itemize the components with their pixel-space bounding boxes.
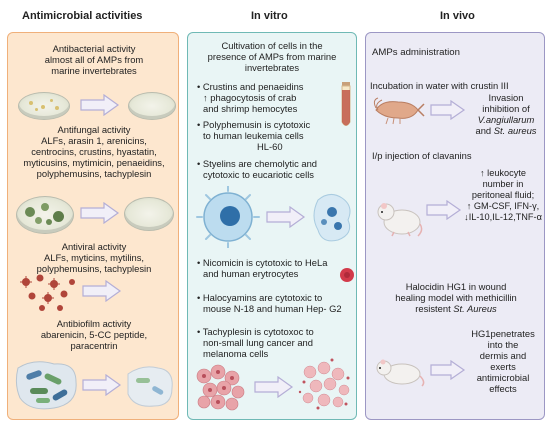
- bullet-line: • Nicomicin is cytotoxic to HeLa: [197, 257, 328, 268]
- hg1-line: effects: [489, 383, 517, 394]
- arrow-right-icon: [82, 374, 122, 396]
- bullet-polyphemusin: • Polyphemusin is cytotoxic to human leu…: [197, 119, 353, 152]
- petri-dish-fungi: [16, 196, 74, 234]
- invasion-inhibition: Invasion inhibition of V.angiullarum and…: [466, 92, 546, 136]
- bullet-nicomicin: • Nicomicin is cytotoxic to HeLa and hum…: [197, 257, 357, 279]
- amps-administration: AMPs administration: [372, 47, 460, 58]
- bullet-line: • Halocyamins are cytotoxic to: [197, 292, 323, 303]
- effect-line: peritoneal fluid;: [471, 190, 535, 200]
- invasion-line: Invasion: [488, 92, 524, 103]
- arrow-right-icon: [266, 206, 306, 228]
- bullet-line: • Polyphemusin is cytotoxic: [197, 119, 311, 130]
- hg1-line: HG1penetrates: [471, 328, 535, 339]
- arrow-right-icon: [430, 100, 466, 120]
- antibacterial-heading: Antibacterial activity: [52, 43, 136, 54]
- mid-column-title: In vitro: [251, 10, 288, 22]
- bullet-line: and human erytrocytes: [203, 268, 299, 279]
- crustin-incubation: Incubation in water with crustin III: [370, 80, 509, 91]
- bullet-line: • Crustins and penaeidins: [197, 81, 304, 92]
- hg1-line: antimicrobial: [476, 372, 530, 383]
- invasion-line: inhibition of: [482, 103, 530, 114]
- antifungal-line: ALFs, arasin 1, arenicins,: [41, 135, 147, 146]
- effect-line: ↓IL-10,IL-12,TNF-α: [464, 212, 542, 222]
- clavanins-injection: I/p injection of clavanins: [372, 150, 472, 161]
- intro-line: presence of AMPs from marine: [207, 51, 337, 62]
- in-vitro-intro: Cultivation of cells in the presence of …: [192, 40, 352, 73]
- antifungal-text: Antifungal activity ALFs, arasin 1, aren…: [12, 124, 176, 179]
- effect-line: ↑ GM-CSF, IFN-γ,: [466, 201, 540, 211]
- antifungal-heading: Antifungal activity: [57, 124, 131, 135]
- bullet-line: mouse N-18 and human Hep- G2: [203, 303, 342, 314]
- bullet-halocyamins: • Halocyamins are cytotoxic to mouse N-1…: [197, 292, 357, 314]
- erythrocyte-icon: [340, 268, 354, 282]
- bullet-line: non-small lung cancer and: [203, 337, 313, 348]
- antibiofilm-heading: Antibiofilm activity: [56, 318, 132, 329]
- hg1-line: dermis and: [479, 350, 527, 361]
- mouse-icon: [377, 203, 423, 237]
- bullet-line: HL-60: [257, 141, 283, 152]
- virus-particles-icon: [20, 274, 75, 311]
- petri-dish-bacteria: [18, 92, 70, 120]
- antiviral-heading: Antiviral activity: [61, 241, 127, 252]
- cell-icon: [196, 186, 260, 248]
- arrow-right-icon: [82, 280, 122, 302]
- tumor-cells-icon: [196, 364, 245, 411]
- halocidin-line: healing model with methicillin: [395, 292, 517, 303]
- antifungal-line: myticusins, mytimicin, penaeidins,: [23, 157, 165, 168]
- bullet-line: ↑ phagocytosis of crab: [203, 92, 297, 103]
- antibiofilm-line: paracentrin: [70, 340, 118, 351]
- antifungal-line: centrocins, crustins, hyastatin,: [31, 146, 157, 157]
- antiviral-text: Antiviral activity ALFs, myticins, mytil…: [12, 241, 176, 274]
- arrow-right-icon: [254, 376, 294, 398]
- bullet-line: to human leukemia cells: [203, 130, 304, 141]
- bullet-styelins: • Styelins are chemolytic and cytotoxic …: [197, 158, 355, 180]
- antifungal-line: polyphemusins, tachyplesin: [36, 168, 152, 179]
- antiviral-line: ALFs, myticins, mytilins,: [43, 252, 144, 263]
- bullet-line: • Tachyplesin is cytotoxoc to: [197, 326, 314, 337]
- biofilm-disrupted-icon: [127, 366, 173, 407]
- biofilm-icon: [15, 361, 77, 410]
- intro-line: invertebrates: [244, 62, 300, 73]
- hg1-effects: HG1penetrates into the dermis and exerts…: [466, 328, 540, 394]
- leukocyte-effects: ↑ leukocyte number in peritoneal fluid; …: [456, 168, 550, 223]
- antibiofilm-text: Antibiofilm activity abarenicin, 5-CC pe…: [12, 318, 176, 351]
- bullet-line: • Styelins are chemolytic and: [197, 158, 318, 169]
- bullet-line: and shrimp hemocytes: [203, 103, 298, 114]
- antibacterial-line: marine invertebrates: [51, 65, 137, 76]
- arrow-right-icon: [80, 94, 120, 116]
- bullet-crustins: • Crustins and penaeidins ↑ phagocytosis…: [197, 81, 337, 114]
- pathogen-name: V.angiullarum: [477, 114, 535, 125]
- right-column-title: In vivo: [440, 10, 475, 22]
- lysed-cell-icon: [313, 194, 351, 242]
- halocidin-line: Halocidin HG1 in wound: [405, 281, 507, 292]
- arrow-right-icon: [430, 360, 466, 380]
- conjunction: and: [475, 125, 492, 136]
- test-tube-icon: [341, 82, 351, 126]
- petri-dish-clear: [128, 92, 176, 120]
- halocidin-wound-model: Halocidin HG1 in wound healing model wit…: [368, 281, 544, 314]
- damaged-tumor-icon: [298, 358, 350, 410]
- petri-dish-clear: [124, 197, 174, 231]
- antibacterial-text: Antibacterial activity almost all of AMP…: [12, 43, 176, 76]
- bullet-line: cytotoxic to eucariotic cells: [203, 169, 314, 180]
- bullet-line: melanoma cells: [203, 348, 269, 359]
- halocidin-line: resistent: [415, 303, 451, 314]
- antiviral-line: polyphemusins, tachyplesin: [36, 263, 152, 274]
- arrow-right-icon: [80, 202, 120, 224]
- effect-line: number in: [482, 179, 524, 189]
- hg1-line: into the: [487, 339, 519, 350]
- effect-line: ↑ leukocyte: [480, 168, 526, 178]
- bullet-tachyplesin: • Tachyplesin is cytotoxoc to non-small …: [197, 326, 347, 359]
- left-column-title: Antimicrobial activities: [22, 10, 143, 22]
- shrimp-icon: [373, 97, 425, 125]
- antibacterial-line: almost all of AMPs from: [44, 54, 144, 65]
- pathogen-name: St. Aureus: [453, 303, 497, 314]
- mouse-icon: [376, 359, 425, 387]
- intro-line: Cultivation of cells in the: [221, 40, 323, 51]
- antibiofilm-line: abarenicin, 5-CC peptide,: [40, 329, 148, 340]
- pathogen-name: St. aureus: [493, 125, 537, 136]
- arrow-right-icon: [426, 200, 462, 220]
- hg1-line: exerts: [490, 361, 516, 372]
